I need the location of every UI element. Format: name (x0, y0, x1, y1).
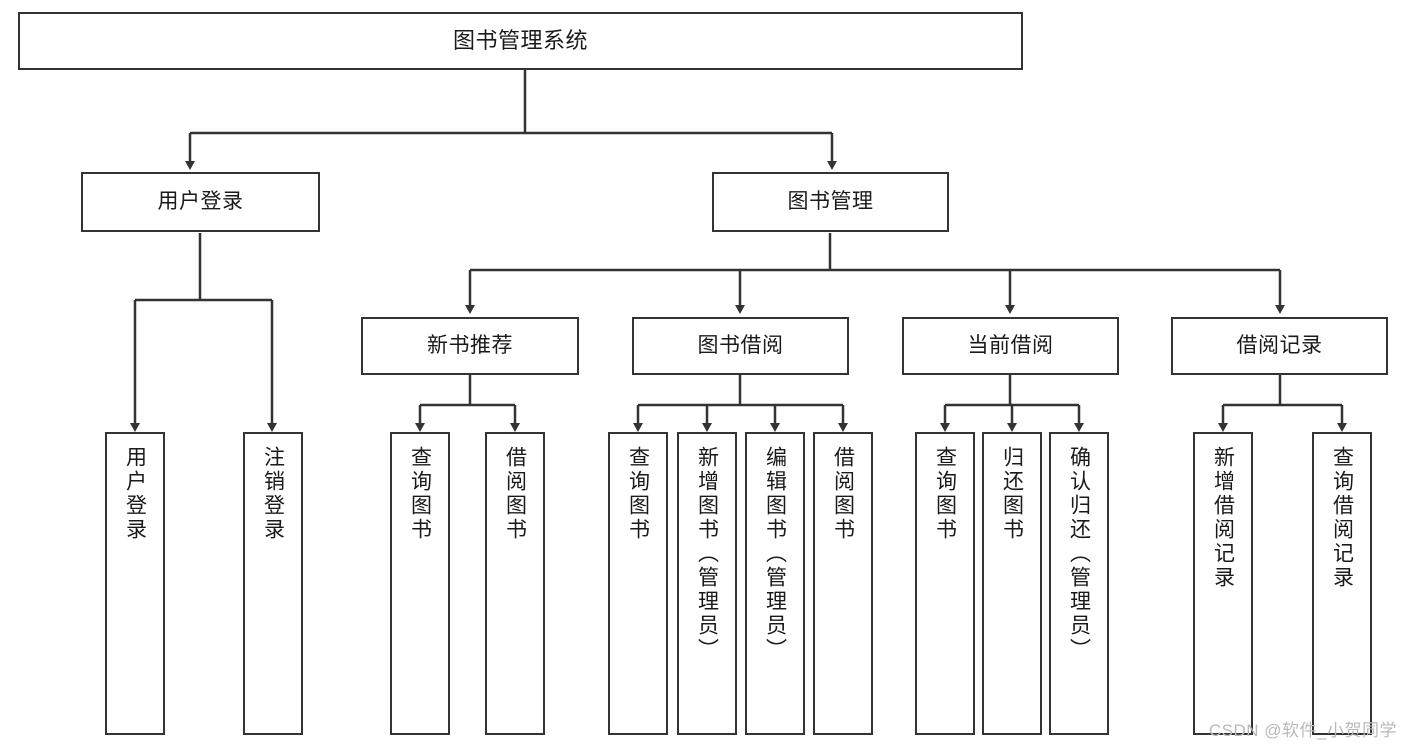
node-label: 新书推荐 (427, 333, 513, 357)
node-new-book-recommend[interactable]: 新书推荐 (361, 317, 579, 375)
node-label: 用户登录 (157, 189, 244, 213)
node-label: 查询图书 (933, 446, 957, 542)
node-label: 新增借阅记录 (1211, 446, 1235, 590)
leaf-user-login-login[interactable]: 用户登录 (105, 432, 165, 735)
node-label: 编辑图书（管理员） (763, 446, 787, 662)
node-label: 借阅图书 (503, 446, 527, 542)
node-borrow-record[interactable]: 借阅记录 (1171, 317, 1388, 375)
leaf-book-borrow-add[interactable]: 新增图书（管理员） (677, 432, 737, 735)
node-current-borrow[interactable]: 当前借阅 (902, 317, 1119, 375)
node-label: 新增图书（管理员） (695, 446, 719, 662)
leaf-book-borrow-query[interactable]: 查询图书 (608, 432, 668, 735)
leaf-current-borrow-query[interactable]: 查询图书 (915, 432, 975, 735)
leaf-borrow-record-add[interactable]: 新增借阅记录 (1193, 432, 1253, 735)
leaf-current-borrow-return[interactable]: 归还图书 (982, 432, 1042, 735)
node-root-system[interactable]: 图书管理系统 (18, 12, 1023, 70)
node-label: 用户登录 (123, 446, 147, 542)
leaf-new-book-borrow[interactable]: 借阅图书 (485, 432, 545, 735)
node-book-management[interactable]: 图书管理 (712, 172, 949, 232)
node-label: 归还图书 (1000, 446, 1024, 542)
node-label: 注销登录 (261, 446, 285, 542)
node-label: 图书管理系统 (452, 28, 588, 54)
watermark-text: CSDN @软件_小贺同学 (1208, 721, 1397, 740)
leaf-book-borrow-edit[interactable]: 编辑图书（管理员） (745, 432, 805, 735)
node-label: 确认归还（管理员） (1067, 446, 1091, 662)
node-user-login[interactable]: 用户登录 (81, 172, 320, 232)
leaf-borrow-record-query[interactable]: 查询借阅记录 (1312, 432, 1372, 735)
node-label: 图书借阅 (697, 333, 784, 357)
leaf-book-borrow-borrow[interactable]: 借阅图书 (813, 432, 873, 735)
node-label: 借阅记录 (1236, 333, 1323, 357)
node-label: 查询图书 (626, 446, 650, 542)
node-book-borrow[interactable]: 图书借阅 (632, 317, 849, 375)
leaf-user-login-logout[interactable]: 注销登录 (243, 432, 303, 735)
node-label: 查询借阅记录 (1330, 446, 1354, 590)
leaf-current-borrow-confirm-return[interactable]: 确认归还（管理员） (1049, 432, 1109, 735)
node-label: 借阅图书 (831, 446, 855, 542)
node-label: 当前借阅 (967, 333, 1054, 357)
node-label: 查询图书 (408, 446, 432, 542)
leaf-new-book-query[interactable]: 查询图书 (390, 432, 450, 735)
node-label: 图书管理 (787, 189, 874, 213)
